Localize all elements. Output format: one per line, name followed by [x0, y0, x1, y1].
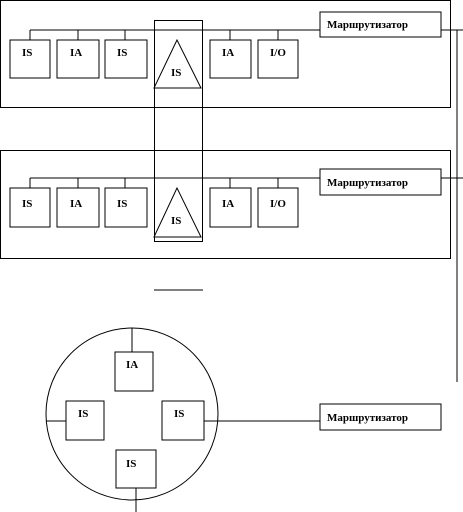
top-node-is-1-label: IS	[22, 47, 32, 59]
ring-node-is-left	[65, 400, 105, 441]
middle-panel: IS IA IS IS IA I/O Маршрутизатор	[0, 150, 463, 259]
middle-node-is-2-label: IS	[117, 198, 127, 210]
top-node-ia-2	[209, 39, 252, 79]
ring-node-is-bottom-label: IS	[126, 458, 136, 470]
central-connector	[154, 20, 203, 291]
middle-node-ia-2-label: IA	[222, 198, 234, 210]
top-node-is-1	[9, 39, 51, 79]
top-router-label: Маршрутизатор	[327, 19, 408, 31]
middle-node-is-1	[9, 187, 51, 228]
ring-node-is-left-label: IS	[78, 408, 88, 420]
middle-panel-frame	[0, 150, 451, 259]
middle-node-is-2	[104, 187, 148, 228]
middle-node-io-label: I/O	[270, 198, 286, 210]
ring-router-label: Маршрутизатор	[327, 412, 408, 424]
middle-switch-triangle	[153, 186, 202, 238]
top-switch-label: IS	[171, 67, 181, 79]
ring-router-box	[319, 403, 442, 431]
middle-router-box	[319, 168, 442, 196]
top-switch-triangle	[153, 38, 202, 89]
ring-node-is-bottom	[115, 449, 157, 489]
top-node-is-2	[104, 39, 148, 79]
middle-node-io	[257, 187, 299, 228]
ring-node-ia	[114, 351, 154, 392]
middle-router-label: Маршрутизатор	[327, 177, 408, 189]
top-panel: IS IA IS IS IA I/O Маршрутизатор	[0, 0, 463, 108]
top-node-io-label: I/O	[270, 47, 286, 59]
top-node-ia-1-label: IA	[70, 47, 82, 59]
top-node-ia-2-label: IA	[222, 47, 234, 59]
ring-node-is-right	[161, 400, 205, 441]
middle-switch-label: IS	[171, 215, 181, 227]
middle-node-ia-2	[209, 187, 252, 228]
middle-node-ia-1-label: IA	[70, 198, 82, 210]
middle-node-is-1-label: IS	[22, 198, 32, 210]
middle-node-ia-1	[56, 187, 100, 228]
ring-node-is-right-label: IS	[174, 408, 184, 420]
top-node-io	[257, 39, 299, 79]
top-node-ia-1	[56, 39, 100, 79]
top-node-is-2-label: IS	[117, 47, 127, 59]
ring-node-ia-label: IA	[126, 359, 138, 371]
top-router-box	[319, 11, 442, 38]
ring-network: IA IS IS IS Маршрутизатор	[45, 327, 442, 512]
central-column	[154, 20, 203, 242]
